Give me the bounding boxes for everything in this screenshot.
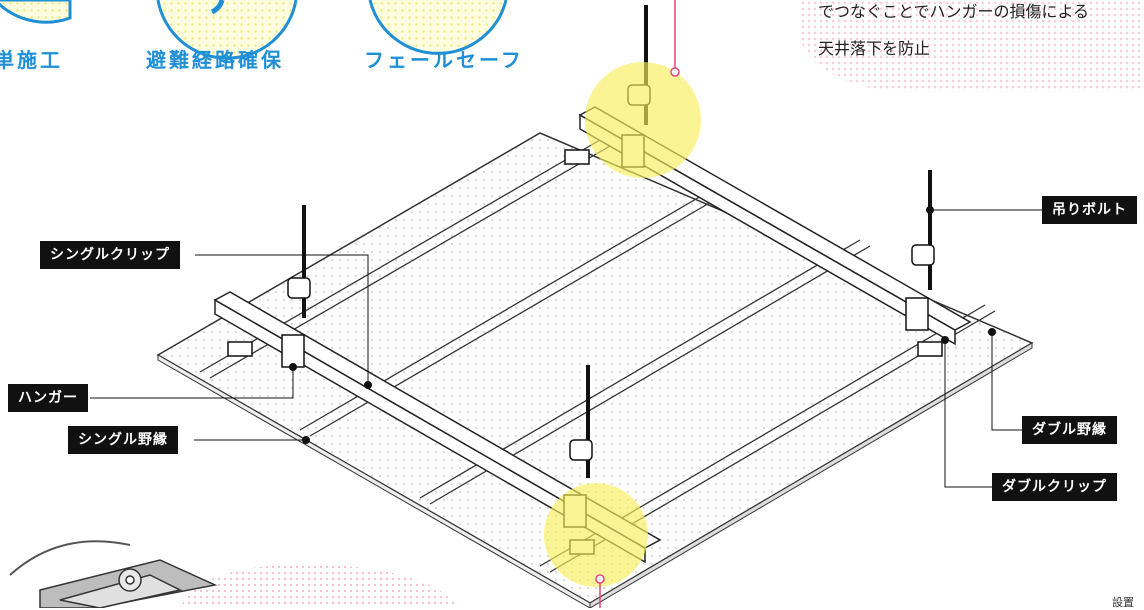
pink-markers xyxy=(595,0,680,608)
callout-single-clip: シングルクリップ xyxy=(40,241,180,269)
feature-circle-1 xyxy=(0,0,72,24)
callout-single-nobuchi: シングル野縁 xyxy=(68,426,178,454)
callout-hanger: ハンガー xyxy=(8,384,88,412)
feature-label-evacuation-route: 避難経路確保 xyxy=(146,48,284,72)
callout-leaders xyxy=(90,206,1042,488)
feature-label-fail-safe: フェールセーフ xyxy=(364,48,524,72)
feature-circle-3 xyxy=(368,0,508,55)
pink-dot-blob xyxy=(180,564,460,608)
note-line-2: 天井落下を防止 xyxy=(818,39,931,58)
note-background xyxy=(800,0,1144,92)
clip-detail-illustration xyxy=(9,540,218,608)
callout-suspension-bolt: 吊りボルト xyxy=(1042,196,1137,224)
note-line-1: でつなぐことでハンガーの損傷による xyxy=(818,2,1090,21)
feature-circle-2 xyxy=(156,0,298,60)
callout-double-clip: ダブルクリップ xyxy=(992,473,1117,501)
corner-label: 設置 xyxy=(1112,596,1134,609)
highlight-circle-top xyxy=(585,62,701,178)
feature-label-easy-install: 単施工 xyxy=(0,48,63,72)
callout-double-nobuchi: ダブル野縁 xyxy=(1022,416,1117,444)
highlight-circle-bottom xyxy=(544,483,648,587)
